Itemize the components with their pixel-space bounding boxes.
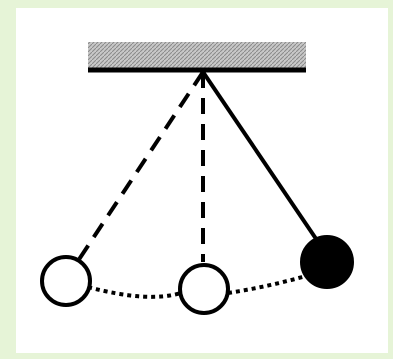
center-bob (180, 265, 228, 313)
left-string-dashed (72, 72, 203, 270)
right-string-solid (203, 72, 327, 255)
left-bob (42, 257, 90, 305)
right-bob-current (301, 236, 353, 288)
ceiling-support (88, 42, 306, 68)
